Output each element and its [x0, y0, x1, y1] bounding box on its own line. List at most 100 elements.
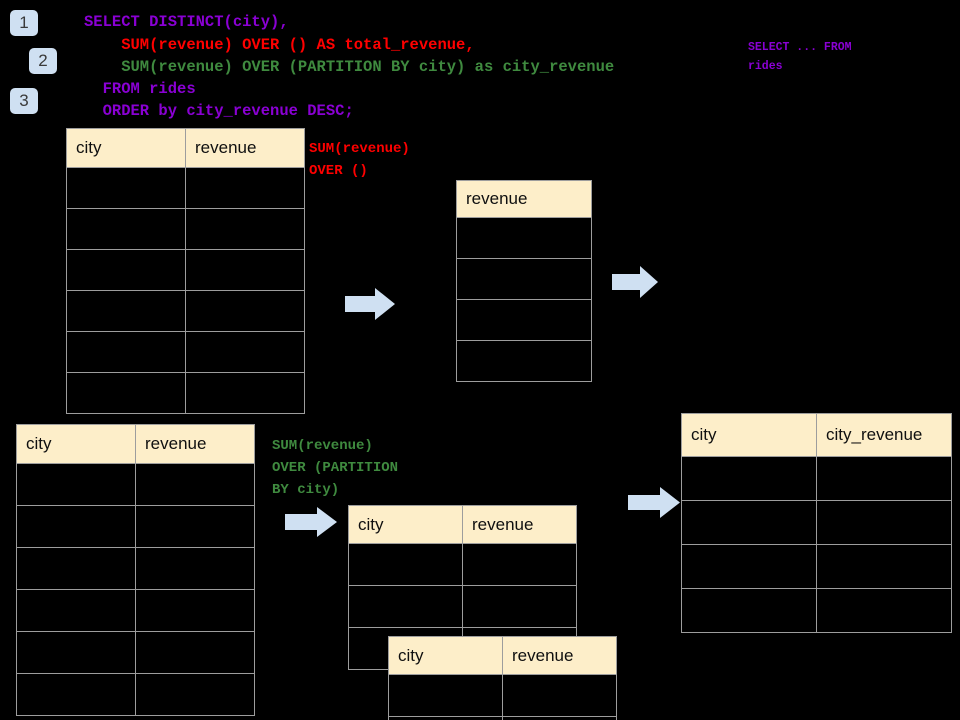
annotation-sum-over-empty: SUM(revenue) OVER ()	[309, 141, 410, 179]
table-cell	[185, 290, 305, 332]
table-row	[66, 167, 305, 209]
table-header-row: revenue	[456, 180, 592, 218]
table-row	[388, 674, 617, 717]
table-cell	[135, 463, 255, 506]
table-cell	[16, 463, 136, 506]
table-cell	[816, 588, 952, 633]
table-row	[16, 505, 255, 548]
table-header-row: city city_revenue	[681, 413, 952, 457]
table-row	[348, 543, 577, 586]
column-header-revenue: revenue	[456, 180, 592, 218]
table-row	[681, 544, 952, 589]
table-cell	[66, 331, 186, 373]
table-cell	[135, 673, 255, 716]
table-row	[681, 500, 952, 545]
column-header-revenue: revenue	[462, 505, 577, 544]
sql-line-order-by: ORDER by city_revenue DESC;	[84, 102, 354, 120]
table-cell	[456, 299, 592, 341]
table-cell	[681, 500, 817, 545]
table-cell	[66, 167, 186, 209]
table-cell	[816, 500, 952, 545]
table-row	[681, 588, 952, 633]
table-row	[66, 331, 305, 373]
column-header-city: city	[16, 424, 136, 464]
column-header-city-revenue: city_revenue	[816, 413, 952, 457]
table-cell	[456, 258, 592, 300]
sql-line-total-revenue: SUM(revenue) OVER () AS total_revenue,	[84, 36, 475, 54]
table-row	[66, 290, 305, 332]
table-header-row: city revenue	[16, 424, 255, 464]
table-cell	[16, 505, 136, 548]
table-cell	[16, 631, 136, 674]
step-badge-2: 2	[29, 48, 57, 74]
table-cell	[66, 290, 186, 332]
table-cell	[66, 249, 186, 291]
table-row	[456, 258, 592, 300]
table-partition-group-front: city revenue	[388, 636, 617, 720]
table-rides-source-bottom: city revenue	[16, 424, 255, 716]
sql-line-from: FROM rides	[84, 80, 196, 98]
table-cell	[502, 716, 617, 720]
table-row	[348, 585, 577, 628]
table-cell	[66, 372, 186, 414]
table-row	[16, 673, 255, 716]
column-header-city: city	[388, 636, 503, 675]
table-final-result: city city_revenue	[681, 413, 952, 633]
table-cell	[135, 589, 255, 632]
table-cell	[16, 547, 136, 590]
table-cell	[66, 208, 186, 250]
table-cell	[816, 544, 952, 589]
table-row	[16, 547, 255, 590]
table-row	[681, 456, 952, 501]
table-cell	[16, 673, 136, 716]
table-partition-group-back: city revenue	[348, 505, 577, 670]
table-cell	[135, 631, 255, 674]
table-cell	[16, 589, 136, 632]
sql-line-city-revenue: SUM(revenue) OVER (PARTITION BY city) as…	[84, 58, 615, 76]
table-row	[16, 463, 255, 506]
arrow-source-to-partition	[285, 507, 337, 537]
column-header-city: city	[681, 413, 817, 457]
table-row	[16, 631, 255, 674]
column-header-revenue: revenue	[185, 128, 305, 168]
table-row	[66, 372, 305, 414]
arrow-source-to-total	[345, 288, 395, 320]
table-header-row: city revenue	[348, 505, 577, 544]
table-rides-source-top: city revenue	[66, 128, 305, 414]
arrow-partition-to-final	[628, 487, 680, 518]
table-cell	[681, 456, 817, 501]
step-badge-3: 3	[10, 88, 38, 114]
table-row	[16, 589, 255, 632]
table-cell	[185, 208, 305, 250]
table-header-row: city revenue	[388, 636, 617, 675]
table-header-row: city revenue	[66, 128, 305, 168]
table-cell	[135, 547, 255, 590]
table-cell	[348, 585, 463, 628]
step-badge-1: 1	[10, 10, 38, 36]
table-cell	[388, 674, 503, 717]
table-cell	[185, 372, 305, 414]
table-cell	[462, 585, 577, 628]
table-cell	[456, 217, 592, 259]
annotation-select-from-rides: SELECT ... FROM rides	[748, 41, 852, 73]
column-header-city: city	[348, 505, 463, 544]
table-cell	[816, 456, 952, 501]
table-cell	[462, 543, 577, 586]
table-cell	[135, 505, 255, 548]
table-cell	[456, 340, 592, 382]
table-cell	[681, 544, 817, 589]
table-row	[66, 208, 305, 250]
annotation-sum-over-partition: SUM(revenue) OVER (PARTITION BY city)	[272, 438, 399, 498]
table-cell	[681, 588, 817, 633]
table-row	[66, 249, 305, 291]
table-row	[456, 299, 592, 341]
table-row	[456, 340, 592, 382]
table-row	[456, 217, 592, 259]
column-header-revenue: revenue	[135, 424, 255, 464]
table-cell	[348, 543, 463, 586]
table-row	[388, 716, 617, 720]
table-cell	[185, 331, 305, 373]
table-total-revenue-result: revenue	[456, 180, 592, 382]
table-cell	[388, 716, 503, 720]
